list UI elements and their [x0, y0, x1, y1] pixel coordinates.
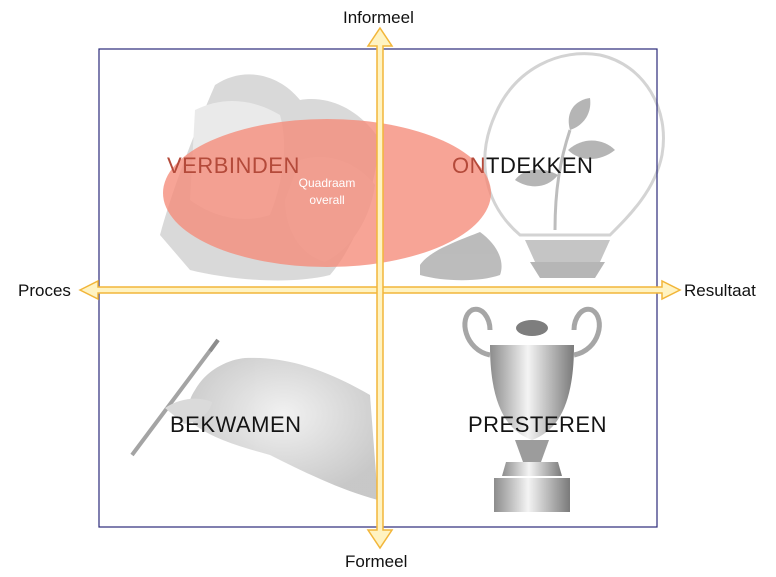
quadrant-label-ontdekken: ONTDEKKEN: [452, 153, 593, 179]
axis-label-top: Informeel: [343, 8, 414, 27]
quadrant-label-ontdekken-rest: TDEKKEN: [486, 153, 594, 178]
overlay-text-line2: overall: [309, 193, 345, 207]
axis-label-right: Resultaat: [684, 281, 756, 300]
vertical-double-arrow: [366, 26, 394, 550]
lightbulb-image: [420, 52, 665, 281]
overlay-text: Quadraam overall: [285, 175, 369, 209]
quadrant-label-presteren: PRESTEREN: [468, 412, 607, 437]
overlay-text-line1: Quadraam: [298, 176, 356, 190]
axis-label-bottom: Formeel: [345, 552, 408, 571]
axis-label-left: Proces: [18, 281, 71, 300]
quadrant-label-ontdekken-highlight: ON: [452, 153, 486, 178]
quadrant-label-verbinden: VERBINDEN: [167, 153, 300, 178]
hand-with-pen-image: [130, 338, 378, 500]
quadrant-label-bekwamen: BEKWAMEN: [170, 412, 302, 437]
trophy-image: [462, 306, 602, 512]
overlay-ellipse: [163, 119, 491, 267]
